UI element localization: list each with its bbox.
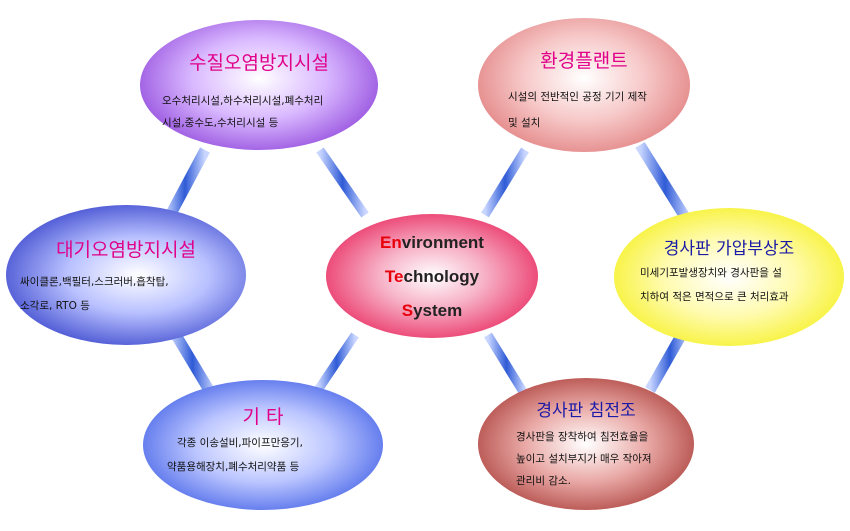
spoke-water bbox=[316, 147, 369, 218]
center-line-environment: Environment bbox=[380, 233, 484, 252]
node-desc-line-1: 오수처리시설,하수처리시설,폐수처리 bbox=[162, 95, 324, 107]
spoke-etc bbox=[314, 332, 359, 393]
node-lamella-settler: 경사판 침전조 경사판을 장착하여 침전효율을 높이고 설치부지가 매우 작아져… bbox=[478, 378, 694, 510]
node-title: 경사판 침전조 bbox=[536, 401, 636, 421]
node-title: 대기오염방지시설 bbox=[56, 239, 196, 261]
node-desc-line-1: 각종 이송설비,파이프만응기, bbox=[177, 437, 303, 449]
node-air-pollution: 대기오염방지시설 싸이클론,백필터,스크러버,흡착탑, 소각로, RTO 등 bbox=[6, 205, 246, 345]
node-desc-line-1: 미세기포발생장치와 경사판을 설 bbox=[640, 267, 782, 279]
spoke-plant bbox=[481, 147, 529, 218]
node-desc-line-2: 시설,중수도,수처리시설 등 bbox=[162, 117, 279, 129]
node-desc-line-1: 싸이클론,백필터,스크러버,흡착탑, bbox=[20, 276, 169, 288]
spoke-settle bbox=[484, 332, 529, 398]
node-desc-line-2: 소각로, RTO 등 bbox=[20, 300, 90, 312]
node-title: 기 타 bbox=[242, 406, 284, 428]
node-desc-line-2: 치하여 적은 면적으로 큰 처리효과 bbox=[640, 291, 789, 303]
node-others: 기 타 각종 이송설비,파이프만응기, 약품용해장치,폐수처리약품 등 bbox=[143, 380, 383, 510]
center-line-technology: Technology bbox=[384, 267, 480, 286]
node-desc-line-1: 경사판을 장착하여 침전효율을 bbox=[516, 431, 649, 443]
node-desc-line-2: 및 설치 bbox=[508, 117, 541, 129]
node-environmental-plant: 환경플랜트 시설의 전반적인 공정 기기 제작 및 설치 bbox=[478, 18, 690, 152]
connector-plant-lamella bbox=[635, 142, 695, 228]
node-title: 경사판 가압부상조 bbox=[663, 239, 795, 259]
node-desc-line-3: 관리비 감소. bbox=[516, 475, 571, 487]
node-desc-line-2: 약품용해장치,폐수처리약품 등 bbox=[167, 461, 300, 473]
node-water-pollution: 수질오염방지시설 오수처리시설,하수처리시설,폐수처리 시설,중수도,수처리시설… bbox=[140, 20, 378, 150]
center-line-system: System bbox=[401, 301, 463, 320]
node-desc-line-2: 높이고 설치부지가 매우 작아져 bbox=[516, 453, 652, 465]
node-center-system: Environment Technology System bbox=[326, 214, 538, 338]
node-desc-line-1: 시설의 전반적인 공정 기기 제작 bbox=[508, 91, 647, 103]
node-title: 환경플랜트 bbox=[540, 50, 628, 72]
node-lamella-flotation: 경사판 가압부상조 미세기포발생장치와 경사판을 설 치하여 적은 면적으로 큰… bbox=[614, 208, 844, 346]
node-title: 수질오염방지시설 bbox=[189, 52, 329, 74]
